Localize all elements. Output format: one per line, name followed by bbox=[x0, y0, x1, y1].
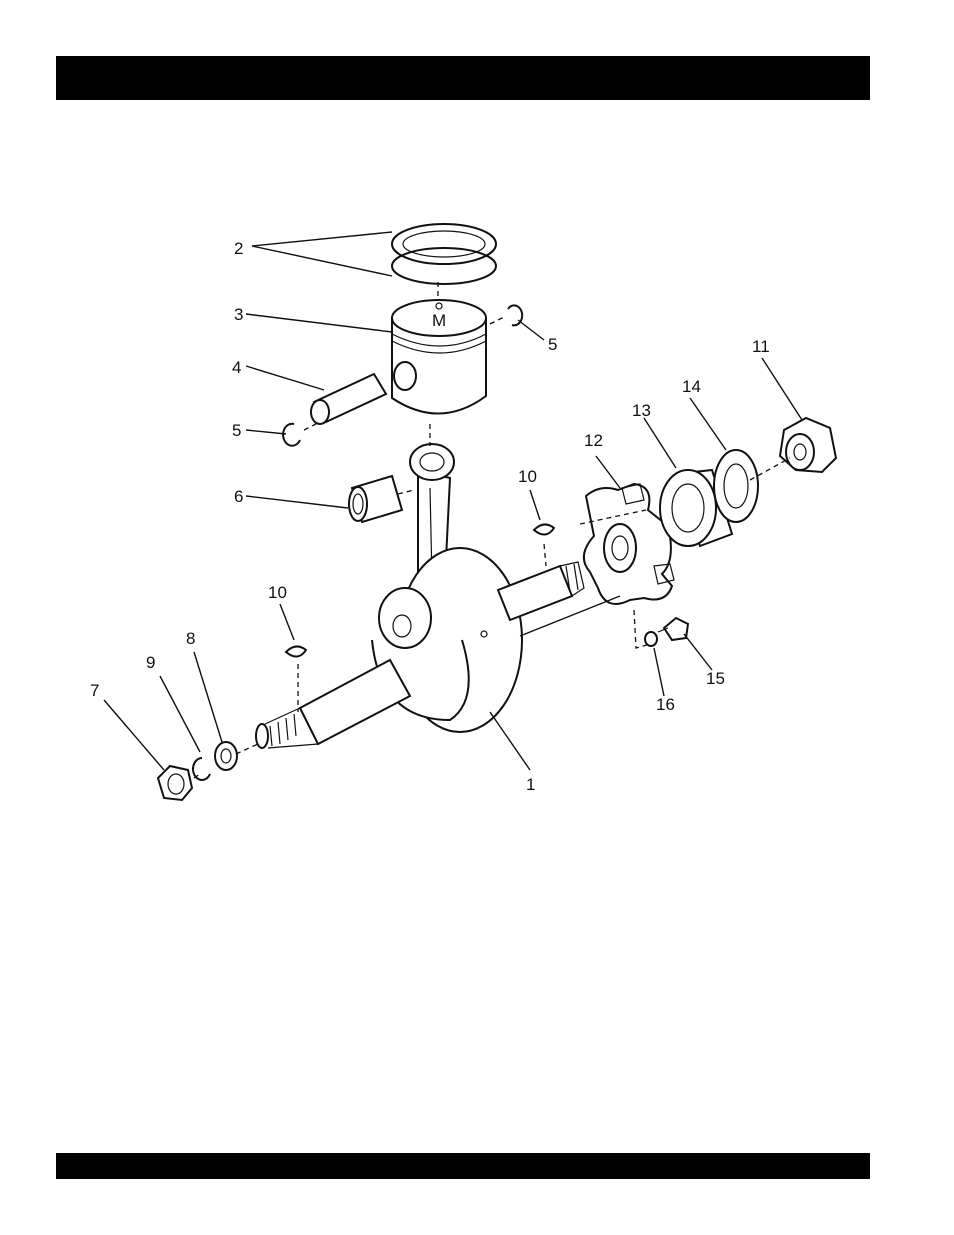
label-part-5-left: 5 bbox=[232, 421, 241, 440]
crankshaft bbox=[256, 548, 584, 748]
label-part-11: 11 bbox=[752, 337, 770, 356]
label-part-15: 15 bbox=[706, 669, 725, 688]
label-part-10-right: 10 bbox=[518, 467, 537, 486]
label-part-14: 14 bbox=[682, 377, 701, 396]
woodruff-key-right bbox=[534, 524, 554, 534]
washer-large bbox=[714, 450, 758, 522]
piston: M bbox=[392, 300, 486, 414]
label-part-3: 3 bbox=[234, 305, 243, 324]
label-part-6: 6 bbox=[234, 487, 243, 506]
needle-bearing bbox=[349, 476, 402, 522]
piston-mark: M bbox=[432, 311, 446, 330]
end-nut bbox=[158, 766, 192, 800]
piston-rings bbox=[392, 224, 496, 284]
circlip-left bbox=[283, 424, 300, 446]
label-part-2: 2 bbox=[234, 239, 243, 258]
label-part-13: 13 bbox=[632, 401, 651, 420]
label-part-1: 1 bbox=[526, 775, 535, 794]
label-part-12: 12 bbox=[584, 431, 603, 450]
plain-washer bbox=[215, 742, 237, 770]
label-part-16: 16 bbox=[656, 695, 675, 714]
label-part-10-left: 10 bbox=[268, 583, 287, 602]
woodruff-key-left bbox=[286, 646, 306, 656]
label-part-9: 9 bbox=[146, 653, 155, 672]
hub-bolt bbox=[658, 618, 688, 640]
label-part-4: 4 bbox=[232, 358, 241, 377]
flywheel-nut bbox=[780, 418, 836, 472]
hub-bolt-washer bbox=[645, 632, 657, 646]
label-part-7: 7 bbox=[90, 681, 99, 700]
label-part-8: 8 bbox=[186, 629, 195, 648]
label-part-5-right: 5 bbox=[548, 335, 557, 354]
piston-pin bbox=[311, 374, 386, 424]
